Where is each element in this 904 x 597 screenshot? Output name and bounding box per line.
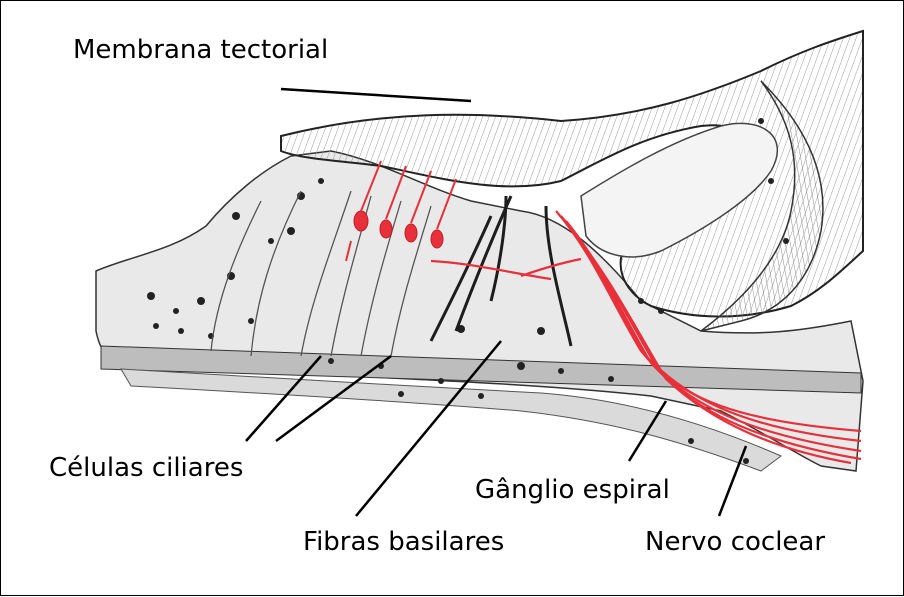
label-nervo-coclear: Nervo coclear [645,527,825,557]
label-membrana-tectorial: Membrana tectorial [73,35,328,65]
leader-membrana-tectorial [281,89,471,101]
label-fibras-basilares: Fibras basilares [303,527,504,557]
label-ganglio-espiral: Gânglio espiral [475,475,670,505]
label-celulas-ciliares: Células ciliares [49,453,243,483]
